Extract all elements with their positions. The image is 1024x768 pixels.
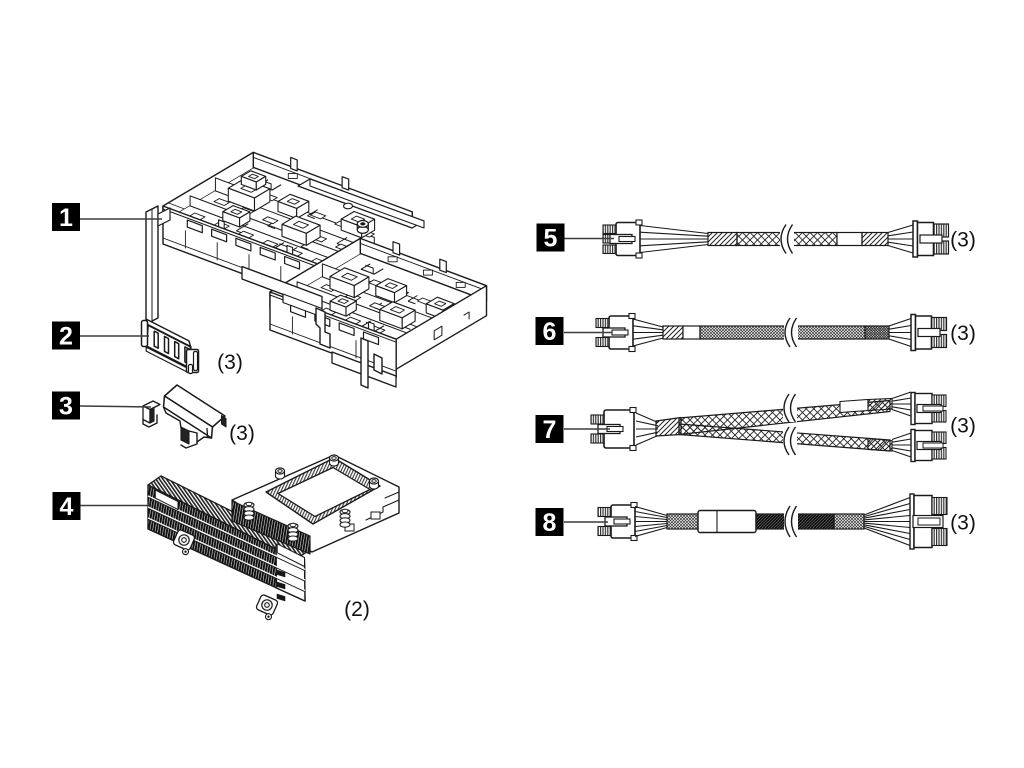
svg-text:(3): (3): [950, 415, 976, 438]
svg-text:3: 3: [59, 393, 73, 421]
svg-text:4: 4: [60, 493, 74, 521]
svg-text:8: 8: [543, 509, 557, 537]
svg-text:(3): (3): [950, 512, 976, 535]
svg-text:7: 7: [543, 416, 557, 444]
svg-text:1: 1: [59, 204, 73, 232]
svg-text:5: 5: [544, 225, 558, 253]
svg-text:6: 6: [543, 318, 557, 346]
svg-text:(3): (3): [950, 322, 976, 345]
svg-text:(3): (3): [217, 351, 243, 374]
svg-text:(3): (3): [950, 229, 976, 252]
svg-text:(2): (2): [344, 598, 370, 621]
svg-text:(3): (3): [229, 422, 255, 445]
svg-text:2: 2: [59, 323, 73, 351]
